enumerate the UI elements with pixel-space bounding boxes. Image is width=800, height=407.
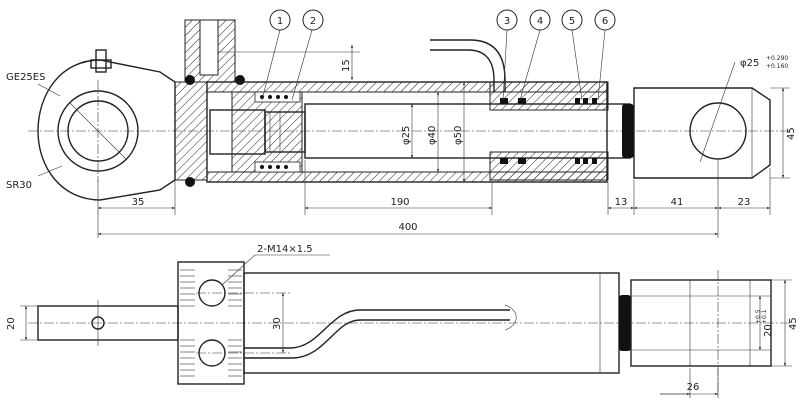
dim-slot-width: 20 bbox=[763, 324, 774, 337]
dim-45-bottom: 45 bbox=[788, 317, 799, 330]
balloon-2: 2 bbox=[310, 16, 316, 27]
dim-pin-dia: φ25 bbox=[740, 58, 759, 69]
dim-pin-tol-lower: +0.160 bbox=[766, 63, 788, 70]
section-view: 1 2 3 4 5 6 GE25ES SR30 15 φ25 φ40 φ50 4… bbox=[6, 9, 797, 238]
dim-23: 23 bbox=[738, 197, 751, 208]
label-ge25es: GE25ES bbox=[6, 72, 45, 83]
piston bbox=[231, 91, 303, 173]
clevis-end bbox=[633, 87, 771, 179]
dim-45-top: 45 bbox=[786, 127, 797, 140]
rod-wiper-plan bbox=[619, 295, 631, 351]
dim-pin-tol-upper: +0.290 bbox=[766, 55, 788, 62]
balloon-1: 1 bbox=[277, 16, 283, 27]
dim-26: 26 bbox=[687, 382, 700, 393]
grease-nipple-plan bbox=[91, 316, 105, 330]
gland-top bbox=[489, 81, 609, 111]
balloon-6: 6 bbox=[602, 16, 608, 27]
balloon-3: 3 bbox=[504, 16, 510, 27]
dim-35: 35 bbox=[132, 197, 145, 208]
dim-20-left: 20 bbox=[6, 317, 17, 330]
weld-left-top bbox=[185, 75, 195, 85]
rod-wiper bbox=[622, 104, 634, 158]
label-ports: 2-M14×1.5 bbox=[257, 244, 313, 255]
cap-end bbox=[174, 81, 208, 181]
dim-slot-tol-lower: +0.1 bbox=[761, 309, 768, 324]
port-block-fins bbox=[180, 269, 242, 377]
dim-41: 41 bbox=[671, 197, 684, 208]
balloon-5: 5 bbox=[569, 16, 575, 27]
dim-phi40: φ40 bbox=[427, 126, 438, 145]
dim-400: 400 bbox=[398, 222, 417, 233]
clevis-plan bbox=[630, 279, 772, 367]
dim-13: 13 bbox=[615, 197, 628, 208]
balloon-4: 4 bbox=[537, 16, 543, 27]
balloons: 1 2 3 4 5 6 bbox=[261, 9, 616, 101]
dim-phi25: φ25 bbox=[401, 126, 412, 145]
weld-left-bottom bbox=[185, 177, 195, 187]
gland-seals bbox=[500, 98, 597, 164]
oil-pipe bbox=[430, 39, 506, 92]
dim-slot-tol-upper: +0.5 bbox=[755, 309, 762, 324]
gland-bottom bbox=[489, 151, 609, 181]
grease-nipple bbox=[95, 49, 107, 73]
ball-joint-outer bbox=[57, 90, 139, 172]
dim-15: 15 bbox=[341, 59, 352, 72]
oil-pipe-plan bbox=[244, 309, 510, 359]
plan-view: 20 30 2-M14×1.5 bbox=[6, 244, 799, 398]
dim-phi50: φ50 bbox=[453, 126, 464, 145]
dim-30: 30 bbox=[272, 317, 283, 330]
clevis-pin-hole bbox=[689, 102, 747, 160]
label-sr30: SR30 bbox=[6, 180, 32, 191]
rod-eye-body bbox=[37, 59, 176, 201]
dim-190: 190 bbox=[390, 197, 409, 208]
